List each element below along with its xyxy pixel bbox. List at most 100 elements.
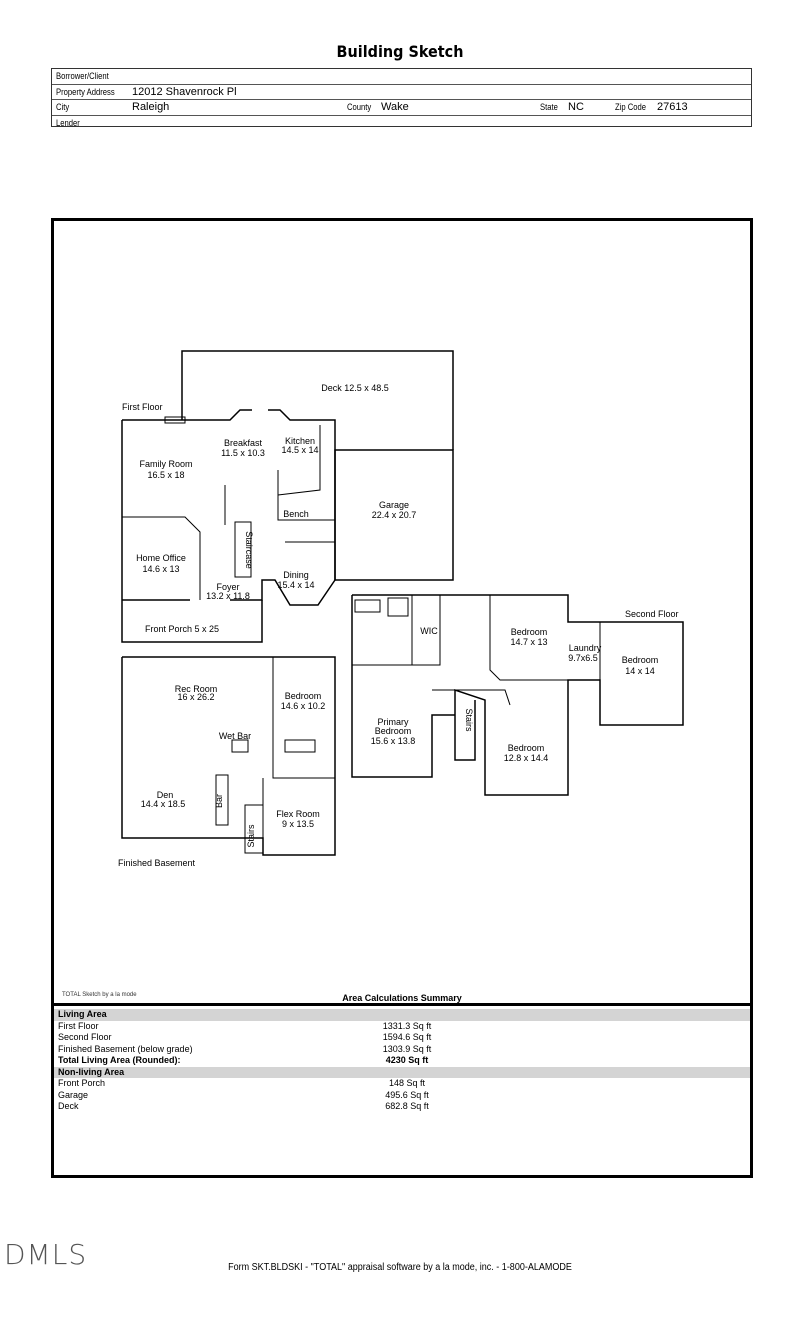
- room-name: Laundry: [569, 643, 602, 653]
- county-label: County: [347, 102, 372, 112]
- summary-label: Living Area: [58, 1009, 107, 1019]
- bar-counter: [215, 774, 229, 826]
- room-name: Breakfast: [224, 438, 263, 448]
- state-label: State: [540, 102, 558, 112]
- basement-bedroom-wall: [272, 657, 335, 779]
- address-row: Property Address 12012 Shavenrock Pl: [52, 85, 751, 100]
- room-dims: 14.5 x 14: [281, 445, 318, 455]
- summary-row: Garage 495.6 Sq ft: [54, 1090, 750, 1102]
- room-dims: 12.8 x 14.4: [504, 753, 549, 763]
- dmls-logo: DMLS: [4, 1238, 88, 1271]
- room-dims: 9.7x6.5: [568, 653, 598, 663]
- floor-label: Second Floor: [625, 609, 679, 619]
- summary-title: Area Calculations Summary: [342, 993, 462, 1003]
- room-name: Front Porch 5 x 25: [145, 624, 219, 634]
- lender-row: Lender: [52, 116, 751, 131]
- address-label: Property Address: [56, 86, 115, 97]
- room-dims: 14 x 14: [625, 666, 655, 676]
- office-wall: [122, 516, 201, 600]
- sketch-credit: TOTAL Sketch by a la mode: [62, 992, 137, 998]
- room-dims: 14.6 x 10.2: [281, 701, 326, 711]
- room-dims: 14.4 x 18.5: [141, 799, 186, 809]
- summary-label: First Floor: [58, 1020, 99, 1031]
- city-label: City: [56, 102, 70, 112]
- room-name: Deck 12.5 x 48.5: [321, 383, 389, 393]
- room-name: Den: [157, 790, 174, 800]
- form-footer: Form SKT.BLDSKI - "TOTAL" appraisal soft…: [228, 1262, 572, 1273]
- room-name: Dining: [283, 570, 309, 580]
- borrower-row: Borrower/Client: [52, 69, 751, 85]
- fireplace: [164, 416, 186, 424]
- staircase: [234, 521, 252, 578]
- summary-value: 148 Sq ft: [388, 1078, 426, 1088]
- room-dims: 11.5 x 10.3: [221, 448, 265, 458]
- room-name: Wet Bar: [219, 731, 251, 741]
- room-dims: 16 x 26.2: [177, 692, 214, 702]
- room-name: Staircase: [244, 531, 254, 569]
- room-dims: 16.5 x 18: [147, 470, 184, 480]
- bedroom-wall: [489, 595, 568, 681]
- summary-label: Second Floor: [58, 1032, 112, 1042]
- city-value: Raleigh: [132, 101, 170, 113]
- page-title: Building Sketch: [336, 42, 464, 61]
- room-name: Bar: [214, 794, 224, 808]
- garage-outline: [334, 449, 454, 581]
- room-name: Family Room: [139, 459, 192, 469]
- basement-stairs: [244, 804, 264, 854]
- summary-row: Front Porch 148 Sq ft: [54, 1078, 750, 1090]
- bathtub-icon: [354, 599, 381, 613]
- room-dims: 14.7 x 13: [510, 637, 547, 647]
- sketch-frame: [51, 218, 753, 1178]
- summary-label: Front Porch: [58, 1078, 106, 1088]
- summary-value: 1303.9 Sq ft: [382, 1043, 432, 1054]
- dining-bay: [230, 579, 336, 606]
- room-name: Bedroom: [508, 743, 545, 753]
- floor-label: Finished Basement: [118, 858, 196, 868]
- summary-label: Garage: [58, 1089, 89, 1100]
- summary-value: 1331.3 Sq ft: [382, 1020, 432, 1031]
- floor-plan: First Floor Second Floor Finished Baseme…: [118, 350, 684, 868]
- summary-value: 1594.6 Sq ft: [382, 1032, 432, 1042]
- summary-row: Living Area: [54, 1009, 750, 1021]
- floor-label: First Floor: [122, 402, 163, 412]
- room-name: Foyer: [216, 582, 239, 592]
- walls: [121, 350, 684, 856]
- room-dims: 14.6 x 13: [142, 564, 179, 574]
- city-row: City Raleigh County Wake State NC Zip Co…: [52, 100, 751, 116]
- wic-wall: [411, 595, 441, 666]
- wet-bar-sink: [231, 739, 249, 753]
- summary-label: Finished Basement (below grade): [58, 1043, 193, 1054]
- county-value: Wake: [381, 101, 409, 113]
- room-name: Kitchen: [285, 436, 315, 446]
- summary-row: Non-living Area: [54, 1066, 750, 1078]
- room-dims: 22.4 x 20.7: [372, 510, 417, 520]
- room-name: Bedroom: [375, 726, 412, 736]
- property-header: Borrower/Client Property Address 12012 S…: [51, 68, 752, 128]
- borrower-label: Borrower/Client: [56, 71, 109, 81]
- room-name: Bedroom: [511, 627, 548, 637]
- basement-wall: [121, 656, 336, 856]
- summary-row: Second Floor 1594.6 Sq ft: [54, 1032, 750, 1044]
- summary-value: 495.6 Sq ft: [385, 1089, 429, 1100]
- room-labels: First Floor Second Floor Finished Baseme…: [118, 383, 679, 868]
- vanity-icon: [284, 739, 316, 753]
- room-dims: 13.2 x 11.8: [206, 591, 250, 601]
- kitchen-counter: [277, 425, 321, 496]
- summary-value: 4230 Sq ft: [385, 1055, 429, 1065]
- first-floor-wall: [122, 409, 252, 421]
- room-name: Rec Room: [175, 684, 218, 694]
- room-name: Home Office: [136, 553, 186, 563]
- state-value: NC: [568, 101, 584, 113]
- summary-value: 682.8 Sq ft: [385, 1101, 429, 1111]
- summary-label: Non-living Area: [58, 1066, 125, 1077]
- room-dims: 15.6 x 13.8: [371, 736, 416, 746]
- summary-label: Total Living Area (Rounded):: [58, 1055, 181, 1065]
- zip-value: 27613: [657, 101, 688, 113]
- second-floor-wall: [351, 595, 455, 778]
- deck-outline: [181, 350, 454, 450]
- room-dims: 15.4 x 14: [277, 580, 314, 590]
- lender-label: Lender: [56, 117, 80, 128]
- room-name: Flex Room: [276, 809, 320, 819]
